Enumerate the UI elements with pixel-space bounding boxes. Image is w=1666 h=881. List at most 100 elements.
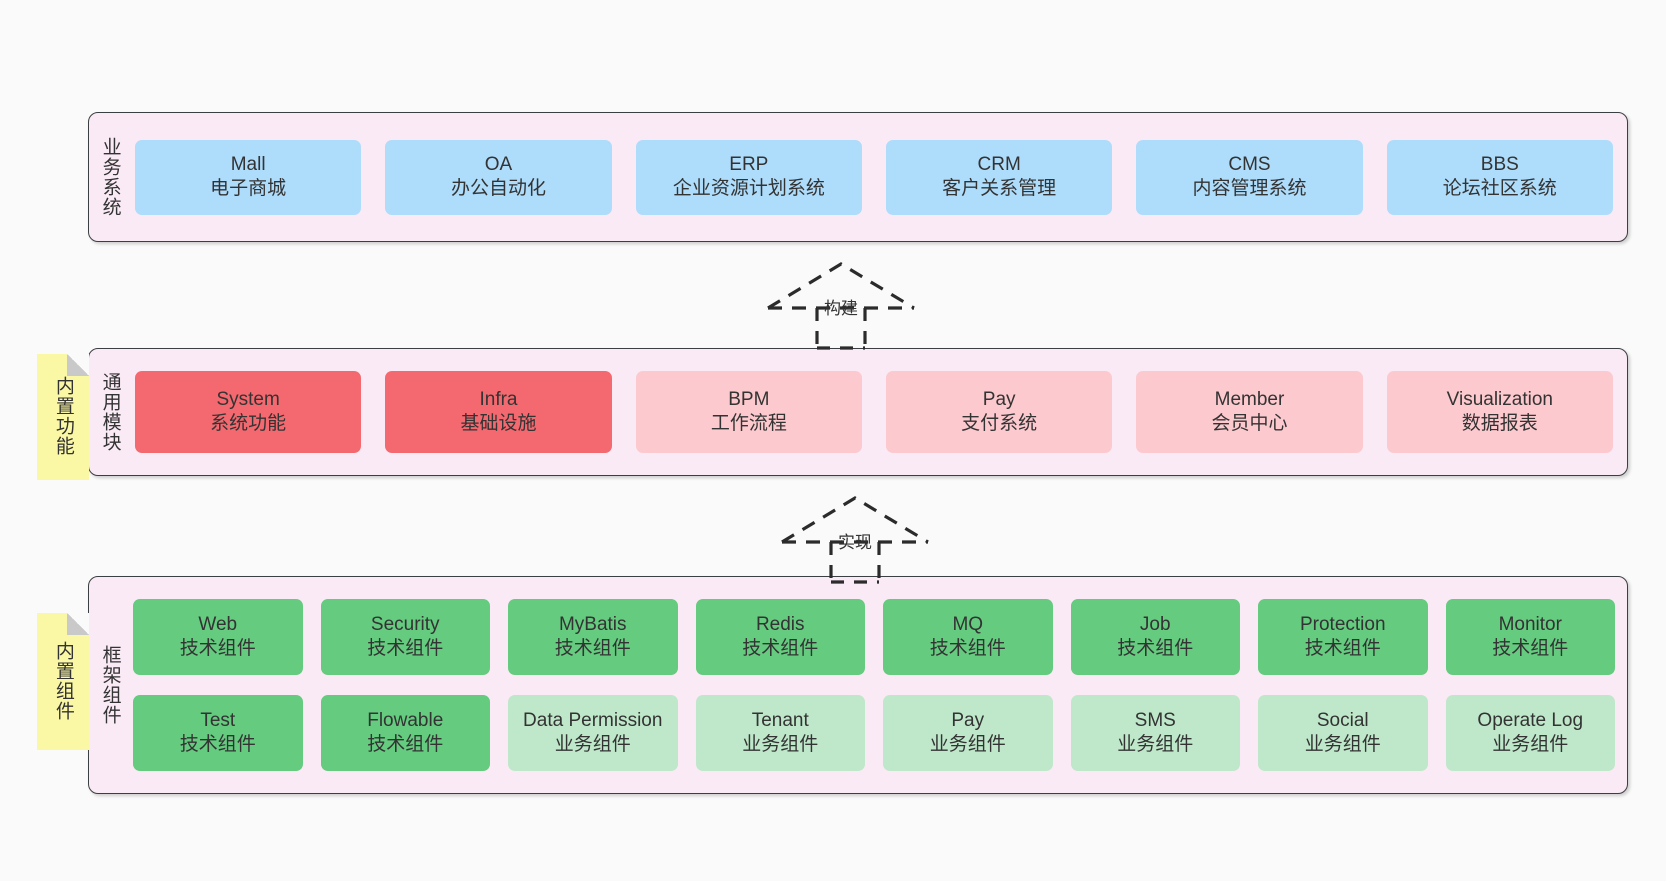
layer-title-framework: 框架组件 (99, 645, 121, 725)
node-label-cn: 技术组件 (179, 638, 256, 659)
node-operate-log[interactable]: Operate Log 业务组件 (1445, 695, 1615, 771)
layer-common-module[interactable]: 通用模块 System 系统功能 Infra 基础设施 BPM 工作流程 Pay… (88, 348, 1628, 476)
node-label-cn: 技术组件 (1117, 638, 1194, 659)
node-label-en: Test (200, 709, 236, 731)
node-label-en: Operate Log (1477, 709, 1584, 731)
node-flowable[interactable]: Flowable 技术组件 (320, 695, 490, 771)
node-member[interactable]: Member 会员中心 (1136, 371, 1363, 453)
node-label-en: Social (1316, 709, 1369, 731)
node-label-en: BBS (1480, 153, 1519, 175)
node-label-cn: 业务组件 (742, 734, 819, 755)
node-cms[interactable]: CMS 内容管理系统 (1136, 139, 1363, 215)
node-label-en: SMS (1134, 709, 1176, 731)
node-social[interactable]: Social 业务组件 (1258, 695, 1428, 771)
node-monitor[interactable]: Monitor 技术组件 (1445, 599, 1615, 675)
node-erp[interactable]: ERP 企业资源计划系统 (635, 139, 862, 215)
node-label-en: MQ (952, 613, 984, 635)
node-label-cn: 技术组件 (554, 638, 631, 659)
node-protection[interactable]: Protection 技术组件 (1258, 599, 1428, 675)
node-row: Mall 电子商城 OA 办公自动化 ERP 企业资源计划系统 CRM 客户关系… (135, 139, 1613, 215)
node-oa[interactable]: OA 办公自动化 (385, 139, 612, 215)
node-label-cn: 技术组件 (1492, 638, 1569, 659)
connector-implement: 实现 (772, 492, 938, 584)
node-job[interactable]: Job 技术组件 (1070, 599, 1240, 675)
node-label-cn: 业务组件 (554, 734, 631, 755)
node-label-en: Pay (982, 388, 1016, 410)
node-label-en: Protection (1299, 613, 1386, 635)
node-label-en: OA (484, 153, 513, 175)
node-label-cn: 业务组件 (1117, 734, 1194, 755)
node-label-en: BPM (728, 388, 770, 410)
node-bpm[interactable]: BPM 工作流程 (635, 371, 862, 453)
node-label-cn: 业务组件 (929, 734, 1006, 755)
connector-build-shape (767, 262, 915, 350)
layer-body-framework: Web 技术组件 Security 技术组件 MyBatis 技术组件 Redi… (131, 577, 1627, 793)
node-system[interactable]: System 系统功能 (135, 371, 362, 453)
node-label-cn: 内容管理系统 (1192, 178, 1307, 199)
node-label-en: Tenant (751, 709, 809, 731)
node-label-en: Monitor (1498, 613, 1562, 635)
node-security[interactable]: Security 技术组件 (320, 599, 490, 675)
node-mq[interactable]: MQ 技术组件 (883, 599, 1053, 675)
node-infra[interactable]: Infra 基础设施 (385, 371, 612, 453)
node-label-cn: 会员中心 (1211, 413, 1288, 434)
note-builtin-component[interactable]: 内置组件 (37, 613, 89, 750)
node-pay-component[interactable]: Pay 业务组件 (883, 695, 1053, 771)
node-label-cn: 系统功能 (210, 413, 287, 434)
connector-implement-shape (781, 496, 929, 584)
node-label-cn: 客户关系管理 (942, 178, 1057, 199)
node-sms[interactable]: SMS 业务组件 (1070, 695, 1240, 771)
node-visualization[interactable]: Visualization 数据报表 (1386, 371, 1613, 453)
node-label-en: Data Permission (523, 709, 663, 731)
node-bbs[interactable]: BBS 论坛社区系统 (1386, 139, 1613, 215)
node-label-en: System (216, 388, 280, 410)
node-label-cn: 技术组件 (929, 638, 1006, 659)
node-label-cn: 电子商城 (210, 178, 287, 199)
node-label-cn: 技术组件 (179, 734, 256, 755)
node-test[interactable]: Test 技术组件 (133, 695, 303, 771)
node-pay[interactable]: Pay 支付系统 (885, 371, 1113, 453)
node-label-cn: 论坛社区系统 (1442, 178, 1557, 199)
node-label-en: ERP (729, 153, 769, 175)
layer-framework[interactable]: 框架组件 Web 技术组件 Security 技术组件 MyBatis 技术组件… (88, 576, 1628, 794)
node-label-cn: 技术组件 (742, 638, 819, 659)
node-tenant[interactable]: Tenant 业务组件 (695, 695, 865, 771)
node-label-en: Web (198, 613, 238, 635)
note-label: 内置功能 (52, 376, 74, 456)
node-label-en: Security (370, 613, 440, 635)
node-mall[interactable]: Mall 电子商城 (135, 139, 362, 215)
layer-title-business: 业务系统 (99, 137, 121, 217)
node-row: System 系统功能 Infra 基础设施 BPM 工作流程 Pay 支付系统… (135, 371, 1613, 453)
layer-body-business: Mall 电子商城 OA 办公自动化 ERP 企业资源计划系统 CRM 客户关系… (131, 113, 1627, 241)
node-label-cn: 数据报表 (1461, 413, 1538, 434)
node-web[interactable]: Web 技术组件 (133, 599, 303, 675)
layer-title-common-module: 通用模块 (99, 372, 121, 452)
connector-build: 构建 (758, 258, 924, 350)
node-label-cn: 企业资源计划系统 (672, 178, 825, 199)
node-data-permission[interactable]: Data Permission 业务组件 (508, 695, 678, 771)
node-label-en: Visualization (1446, 388, 1553, 410)
node-label-en: MyBatis (558, 613, 627, 635)
node-row: Web 技术组件 Security 技术组件 MyBatis 技术组件 Redi… (133, 599, 1615, 675)
node-label-en: Redis (755, 613, 805, 635)
node-label-en: Pay (951, 709, 985, 731)
node-row: Test 技术组件 Flowable 技术组件 Data Permission … (133, 695, 1615, 771)
note-label: 内置组件 (52, 640, 74, 721)
connector-build-label: 构建 (824, 299, 858, 318)
node-label-cn: 办公自动化 (450, 178, 546, 199)
node-label-cn: 支付系统 (961, 413, 1038, 434)
node-mybatis[interactable]: MyBatis 技术组件 (508, 599, 678, 675)
connector-implement-label: 实现 (838, 533, 872, 552)
note-builtin-function[interactable]: 内置功能 (37, 354, 89, 480)
layer-business[interactable]: 业务系统 Mall 电子商城 OA 办公自动化 ERP 企业资源计划系统 CRM… (88, 112, 1628, 242)
node-label-cn: 技术组件 (367, 638, 444, 659)
node-redis[interactable]: Redis 技术组件 (695, 599, 865, 675)
node-label-cn: 业务组件 (1304, 734, 1381, 755)
node-label-cn: 基础设施 (460, 413, 537, 434)
node-label-en: CMS (1228, 153, 1271, 175)
node-label-cn: 技术组件 (367, 734, 444, 755)
node-crm[interactable]: CRM 客户关系管理 (885, 139, 1113, 215)
node-label-en: Job (1139, 613, 1171, 635)
node-label-en: Flowable (367, 709, 444, 731)
